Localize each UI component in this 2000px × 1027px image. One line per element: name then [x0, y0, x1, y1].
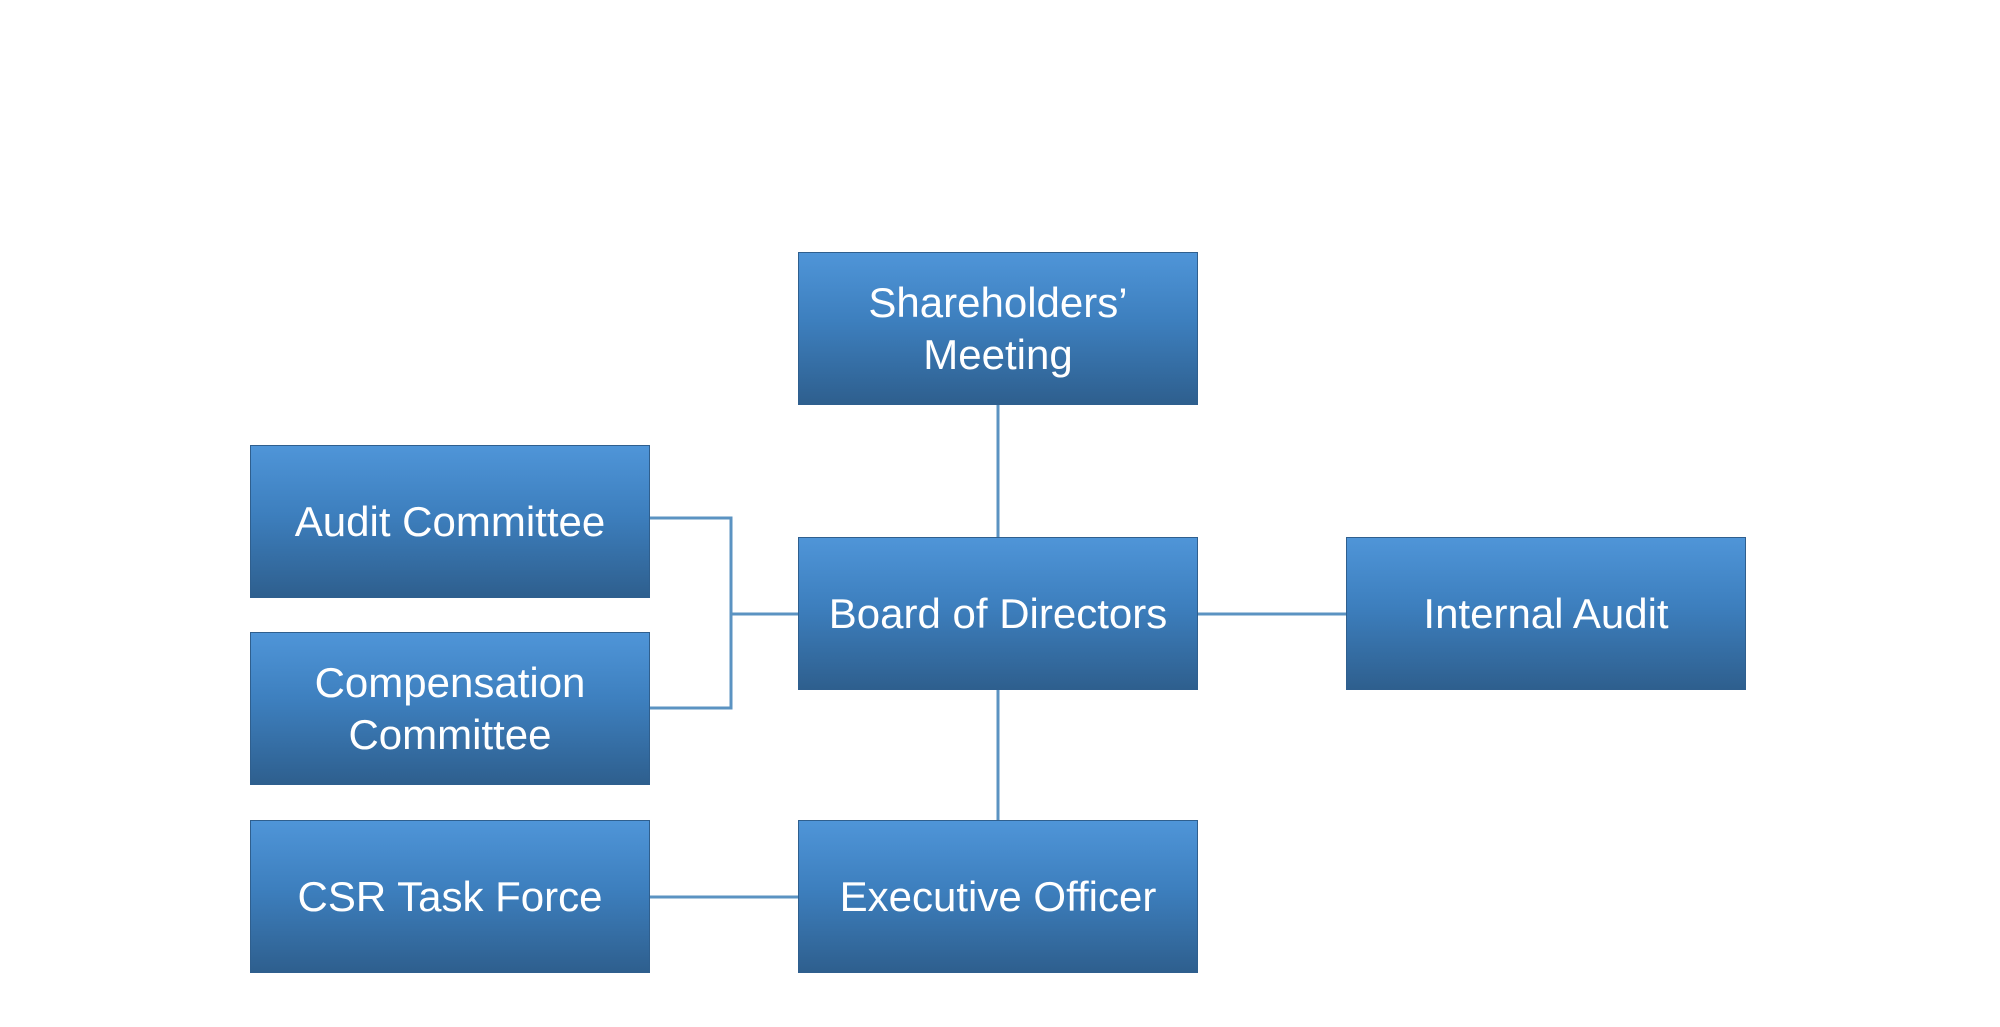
audit-committee-box: Audit Committee	[250, 445, 650, 598]
shareholders-meeting-box: Shareholders’ Meeting	[798, 252, 1198, 405]
connector-committees-bracket	[650, 516, 733, 710]
compensation-committee-box: Compensation Committee	[250, 632, 650, 785]
csr-task-force-box: CSR Task Force	[250, 820, 650, 973]
executive-officer-label: Executive Officer	[839, 872, 1157, 920]
board-of-directors-box: Board of Directors	[798, 537, 1198, 690]
executive-officer-box: Executive Officer	[798, 820, 1198, 973]
shareholders-meeting-label: Shareholders’ Meeting	[868, 279, 1128, 378]
compensation-committee-label: Compensation Committee	[314, 659, 586, 758]
internal-audit-box: Internal Audit	[1346, 537, 1746, 690]
csr-task-force-label: CSR Task Force	[297, 872, 603, 920]
board-of-directors-label: Board of Directors	[828, 589, 1168, 637]
internal-audit-label: Internal Audit	[1423, 589, 1669, 637]
audit-committee-label: Audit Committee	[294, 497, 606, 545]
